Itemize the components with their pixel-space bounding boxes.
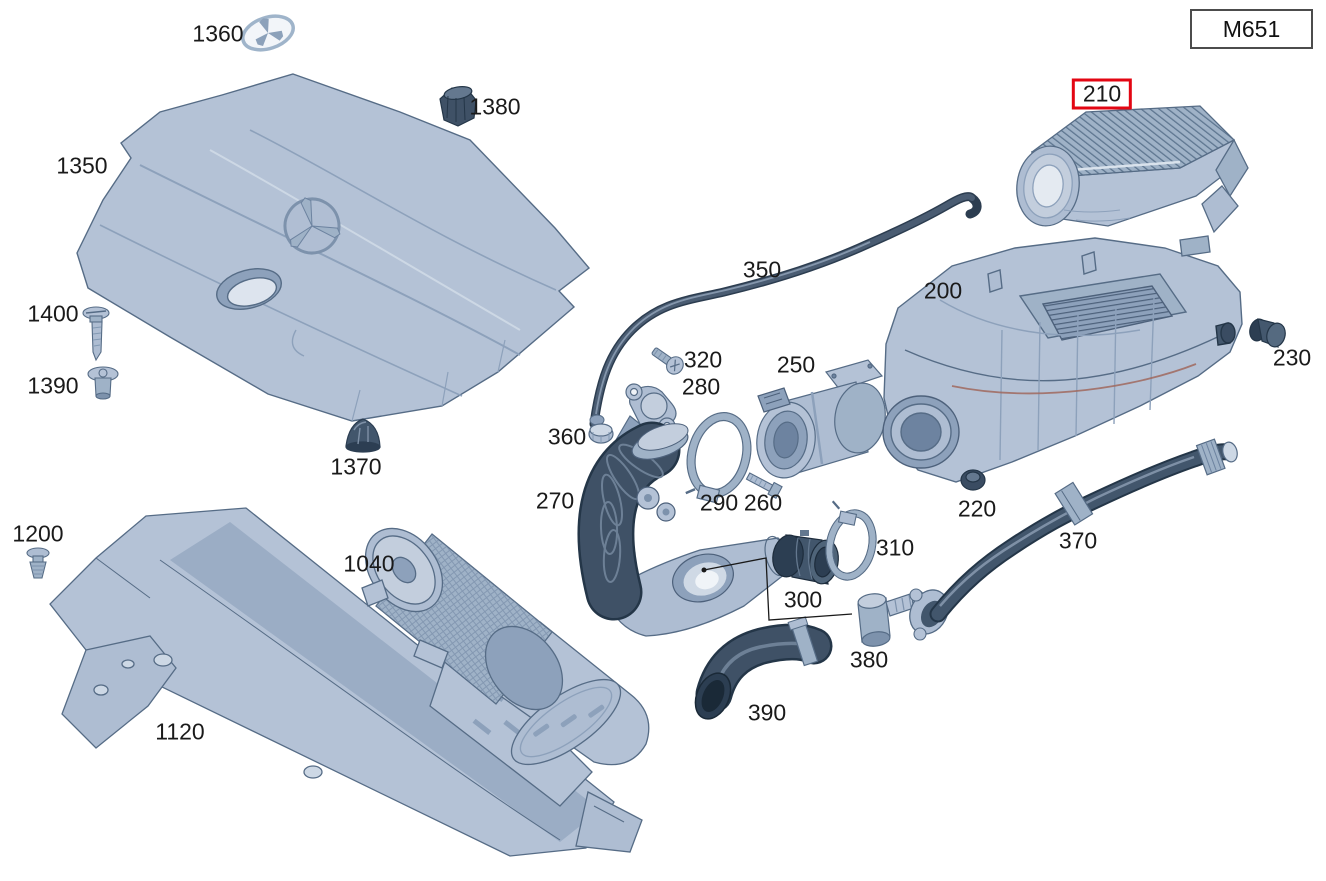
part-maf-sensor-250 (756, 359, 886, 479)
part-grommet-230 (1249, 318, 1286, 348)
part-engine-cover-1350 (76, 73, 591, 422)
part-filter-element-210 (1016, 105, 1249, 257)
part-label-360[interactable]: 360 (547, 423, 587, 450)
part-clamp-290 (685, 412, 752, 504)
part-label-1120[interactable]: 1120 (155, 718, 205, 745)
part-label-370[interactable]: 370 (1058, 527, 1098, 554)
part-grommet-1370 (345, 418, 381, 453)
mercedes-star-icon (283, 197, 341, 255)
part-label-1390[interactable]: 1390 (27, 372, 79, 399)
part-label-310[interactable]: 310 (875, 534, 915, 561)
part-label-1380[interactable]: 1380 (469, 93, 521, 120)
part-label-210[interactable]: 210 (1071, 78, 1133, 110)
part-duct-390 (694, 616, 833, 720)
part-label-270[interactable]: 270 (535, 487, 575, 514)
part-label-380[interactable]: 380 (849, 646, 889, 673)
part-label-250[interactable]: 250 (776, 351, 816, 378)
part-screw-320 (651, 347, 684, 375)
part-label-290[interactable]: 290 (699, 489, 739, 516)
model-code-box: M651 (1190, 9, 1313, 49)
part-resonator-1040 (361, 527, 650, 766)
part-label-320[interactable]: 320 (683, 346, 723, 373)
part-clamp-310 (825, 500, 877, 581)
leader-line-300 (701, 557, 853, 621)
part-vent-hose-350 (589, 192, 982, 429)
part-label-260[interactable]: 260 (743, 489, 783, 516)
part-label-1040[interactable]: 1040 (343, 550, 395, 577)
mercedes-star-icon (255, 18, 284, 47)
part-label-1370[interactable]: 1370 (330, 453, 382, 480)
part-cap-360 (588, 423, 614, 444)
part-emblem-1360 (241, 14, 295, 52)
part-label-1360[interactable]: 1360 (192, 20, 244, 47)
part-label-280[interactable]: 280 (681, 373, 721, 400)
part-label-1400[interactable]: 1400 (27, 300, 79, 327)
part-label-1350[interactable]: 1350 (56, 152, 108, 179)
part-label-1200[interactable]: 1200 (12, 520, 64, 547)
part-connector-380 (857, 590, 924, 647)
part-label-230[interactable]: 230 (1272, 344, 1312, 371)
part-label-200[interactable]: 200 (923, 277, 963, 304)
part-hose-370 (909, 438, 1238, 641)
part-grommet-1380 (439, 86, 477, 127)
part-label-350[interactable]: 350 (742, 256, 782, 283)
part-label-220[interactable]: 220 (957, 495, 997, 522)
part-screw-1400 (82, 306, 110, 362)
part-air-filter-housing-200 (882, 237, 1243, 483)
part-rivet-1390 (87, 366, 119, 400)
model-code: M651 (1222, 15, 1281, 42)
part-grommet-220 (960, 469, 986, 491)
part-clip-1200 (26, 547, 50, 579)
part-label-390[interactable]: 390 (747, 699, 787, 726)
part-bolt-260 (745, 472, 783, 499)
part-label-300[interactable]: 300 (783, 586, 823, 613)
